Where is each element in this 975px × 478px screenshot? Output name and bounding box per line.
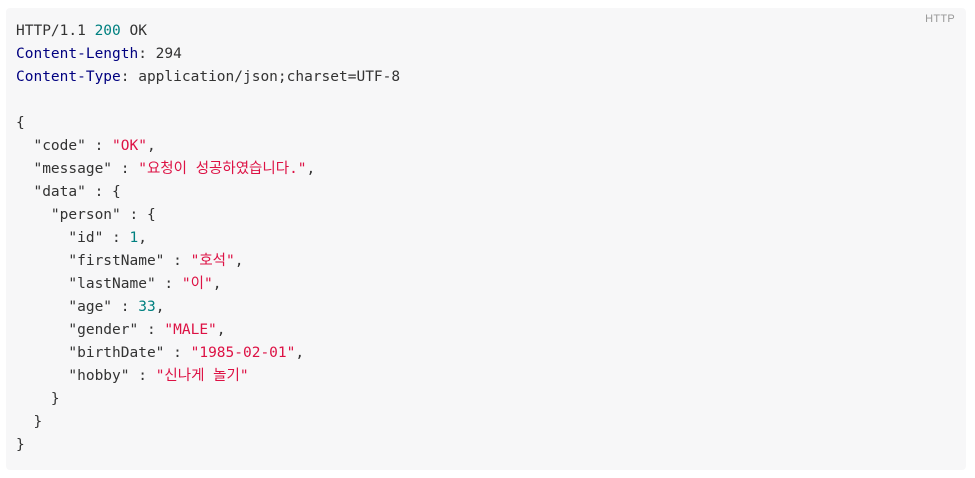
code-line: "age" : 33, xyxy=(16,296,956,319)
plain-token: { xyxy=(16,115,25,131)
header-name-token: Content-Type xyxy=(16,69,121,85)
code-line: "person" : { xyxy=(16,204,956,227)
plain-token: } xyxy=(16,437,25,453)
string-token: "1985-02-01" xyxy=(190,345,296,361)
code-line: "lastName" : "이", xyxy=(16,273,956,296)
code-line: } xyxy=(16,388,956,411)
string-token: "신나게 놀기" xyxy=(155,368,249,384)
code-line: Content-Type: application/json;charset=U… xyxy=(16,66,956,89)
plain-token: OK xyxy=(120,23,147,39)
plain-token: , xyxy=(155,299,165,315)
number-token: 33 xyxy=(138,299,156,315)
string-token: "요청이 성공하였습니다." xyxy=(138,161,307,177)
code-line: "data" : { xyxy=(16,181,956,204)
code-line xyxy=(16,89,956,112)
code-line: "code" : "OK", xyxy=(16,135,956,158)
plain-token: , xyxy=(295,345,305,361)
plain-token: "data" : { xyxy=(16,184,121,200)
plain-token: : application/json;charset=UTF-8 xyxy=(120,69,401,85)
plain-token: "hobby" : xyxy=(16,368,156,384)
plain-token: } xyxy=(16,391,60,407)
plain-token: "firstName" : xyxy=(16,253,191,269)
code-language-label: HTTP xyxy=(925,13,955,25)
plain-token: HTTP/1.1 xyxy=(16,23,95,39)
code-line: "gender" : "MALE", xyxy=(16,319,956,342)
string-token: "호석" xyxy=(190,253,235,269)
plain-token: "id" : xyxy=(16,230,130,246)
code-line: HTTP/1.1 200 OK xyxy=(16,20,956,43)
plain-token: } xyxy=(16,414,43,430)
plain-token: "gender" : xyxy=(16,322,165,338)
plain-token: , xyxy=(138,230,147,246)
plain-token: : 294 xyxy=(138,46,182,62)
string-token: "OK" xyxy=(112,138,147,154)
plain-token: "code" : xyxy=(16,138,113,154)
plain-token: , xyxy=(234,253,244,269)
plain-token: "age" : xyxy=(16,299,139,315)
code-line: Content-Length: 294 xyxy=(16,43,956,66)
string-token: "MALE" xyxy=(164,322,217,338)
number-token: 200 xyxy=(94,23,121,39)
plain-token: "lastName" : xyxy=(16,276,182,292)
code-line: "birthDate" : "1985-02-01", xyxy=(16,342,956,365)
string-token: "이" xyxy=(181,276,213,292)
plain-token: , xyxy=(216,322,226,338)
plain-token: , xyxy=(146,138,156,154)
code-line: "hobby" : "신나게 놀기" xyxy=(16,365,956,388)
code-line: "id" : 1, xyxy=(16,227,956,250)
plain-token: "message" : xyxy=(16,161,139,177)
plain-token: , xyxy=(306,161,316,177)
plain-token: "birthDate" : xyxy=(16,345,191,361)
number-token: 1 xyxy=(129,230,139,246)
plain-token: "person" : { xyxy=(16,207,156,223)
plain-token: , xyxy=(212,276,222,292)
code-line: } xyxy=(16,411,956,434)
code-line: { xyxy=(16,112,956,135)
code-line: } xyxy=(16,434,956,457)
header-name-token: Content-Length xyxy=(16,46,139,62)
code-line: "message" : "요청이 성공하였습니다.", xyxy=(16,158,956,181)
code-line: "firstName" : "호석", xyxy=(16,250,956,273)
